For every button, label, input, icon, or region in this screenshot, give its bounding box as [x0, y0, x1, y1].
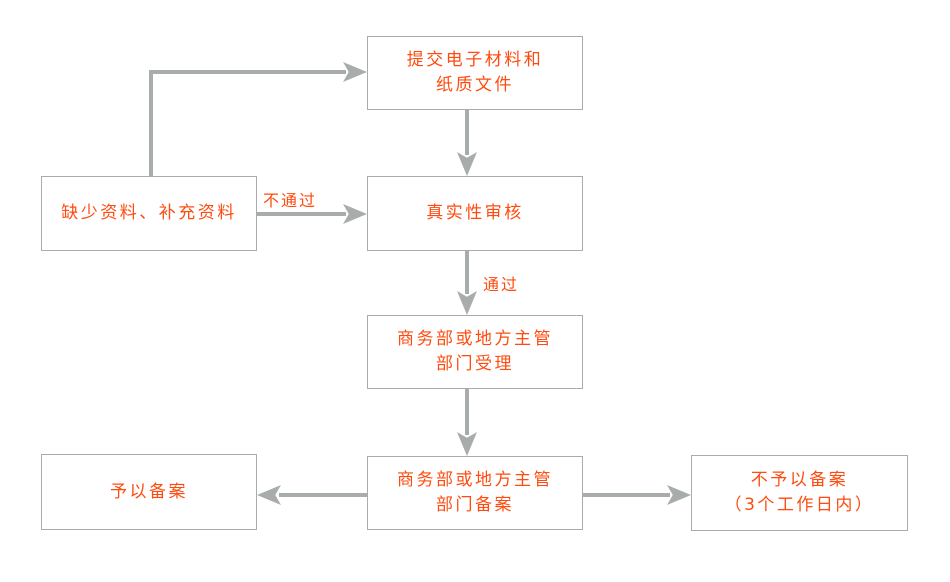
- node-label-line: 真实性审核: [426, 203, 524, 223]
- arrow-right-icon: [667, 485, 691, 505]
- connector-record-notfiled: [583, 493, 670, 497]
- arrow-down-icon: [457, 432, 477, 456]
- node-label-line: 缺少资料、补充资料: [61, 203, 237, 223]
- node-department-acceptance: 商务部或地方主管 部门受理: [367, 315, 583, 389]
- node-label-line: 商务部或地方主管: [397, 329, 553, 349]
- node-label-line: 部门受理: [436, 354, 514, 374]
- node-label-line: 纸质文件: [436, 75, 514, 95]
- connector-record-filed: [279, 493, 368, 497]
- node-label-line: 予以备案: [110, 481, 188, 502]
- node-submit-materials: 提交电子材料和 纸质文件: [367, 36, 583, 110]
- node-department-filing: 商务部或地方主管 部门备案: [367, 456, 583, 530]
- arrow-right-icon: [343, 62, 367, 82]
- arrow-right-icon: [343, 204, 367, 224]
- arrow-down-icon: [457, 291, 477, 315]
- connector-submit-review: [465, 110, 469, 155]
- connector-missing-review: [257, 212, 346, 216]
- connector-review-accept: [465, 251, 469, 294]
- node-label-line: （3个工作日内）: [724, 495, 875, 515]
- edge-label-pass: 通过: [483, 275, 520, 294]
- connector-accept-record: [465, 389, 469, 435]
- node-label-line: 不予以备案: [750, 470, 849, 490]
- node-label-line: 提交电子材料和: [406, 50, 544, 70]
- arrow-left-icon: [257, 485, 281, 505]
- connector-missing-submit-horizontal: [149, 70, 346, 74]
- connector-missing-submit-vertical: [149, 70, 153, 176]
- node-label-line: 商务部或地方主管: [397, 470, 553, 490]
- node-missing-materials: 缺少资料、补充资料: [41, 176, 257, 251]
- node-label-line: 部门备案: [436, 495, 514, 515]
- edge-label-fail: 不通过: [263, 191, 318, 210]
- node-not-filed: 不予以备案 （3个工作日内）: [691, 455, 908, 531]
- node-filed: 予以备案: [41, 454, 257, 530]
- node-authenticity-review: 真实性审核: [367, 176, 583, 251]
- arrow-down-icon: [457, 152, 477, 176]
